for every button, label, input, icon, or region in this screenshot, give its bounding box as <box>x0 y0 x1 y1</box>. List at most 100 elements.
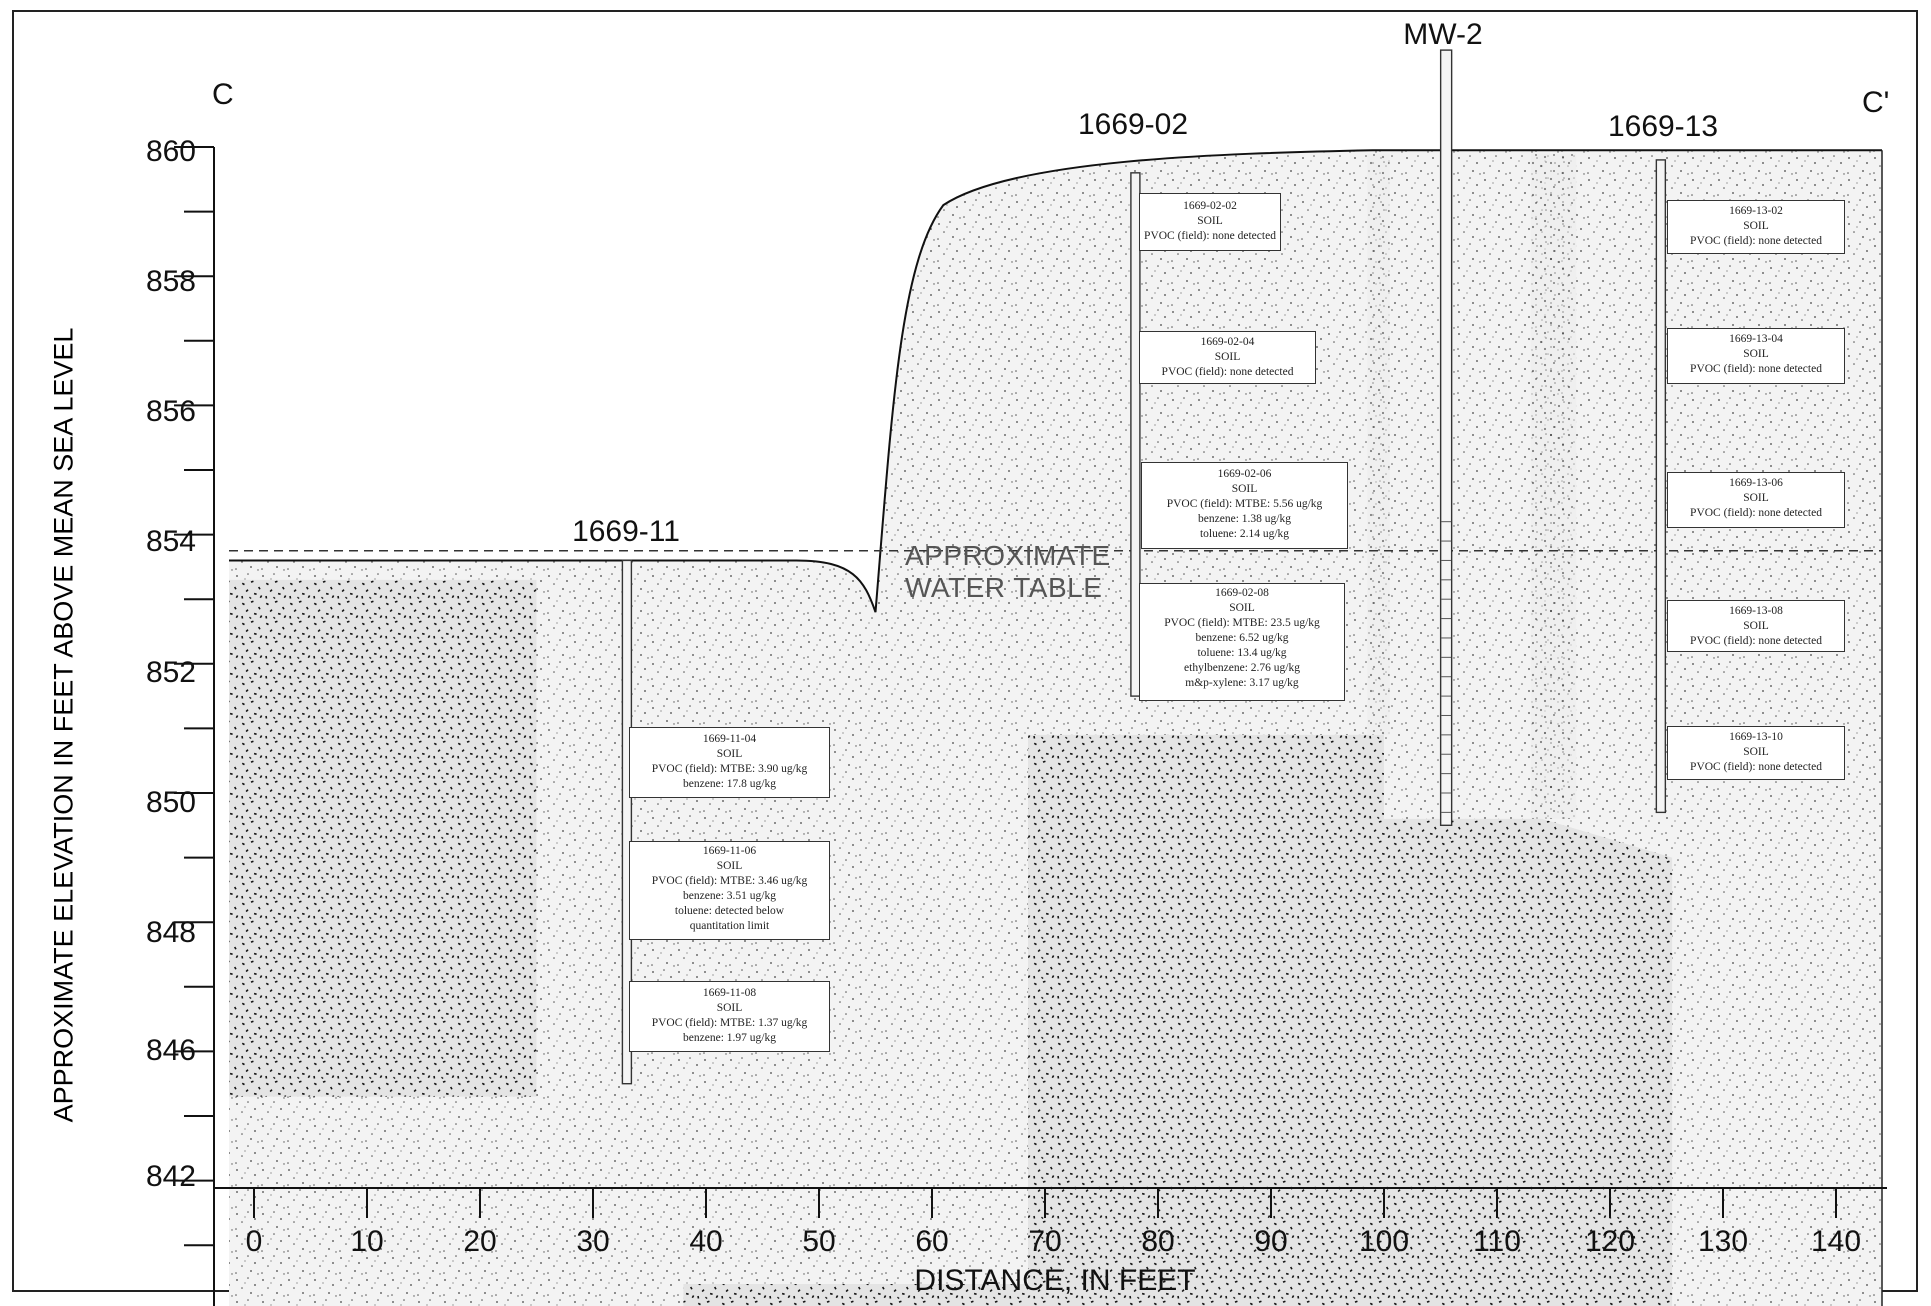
y-axis-label: APPROXIMATE ELEVATION IN FEET ABOVE MEAN… <box>48 327 79 1123</box>
sample-line: 1669-02-04 <box>1200 336 1255 348</box>
dotted-zone-2 <box>1530 153 1577 819</box>
sample-line: SOIL <box>1229 602 1255 614</box>
sample-box-1669-11-08: 1669-11-08 SOIL PVOC (field): MTBE: 1.37… <box>629 981 830 1052</box>
well-casing <box>1655 159 1667 814</box>
x-tick-label: 0 <box>245 1225 263 1258</box>
x-tick-label: 30 <box>576 1225 610 1258</box>
well-name-1669-02: 1669-02 <box>1077 108 1189 141</box>
sample-box-1669-13-06: 1669-13-06 SOIL PVOC (field): none detec… <box>1667 472 1845 528</box>
section-label-left: C <box>212 78 234 111</box>
y-tick-label: 856 <box>145 395 196 428</box>
sample-line: SOIL <box>716 860 743 872</box>
sample-line: 1669-13-06 <box>1729 477 1783 489</box>
well-casing <box>1439 49 1453 827</box>
sample-line: 1669-02-02 <box>1183 200 1237 212</box>
section-label-right: C' <box>1862 86 1890 119</box>
water-table-label-line1: APPROXIMATE <box>905 540 1111 571</box>
sample-line: 1669-13-08 <box>1729 605 1783 617</box>
sample-box-1669-13-04: 1669-13-04 SOIL PVOC (field): none detec… <box>1667 328 1845 384</box>
sample-line: quantitation limit <box>689 920 770 932</box>
y-tick-label: 850 <box>145 786 196 819</box>
well-casing <box>621 559 633 1085</box>
axes <box>174 146 1887 1306</box>
sample-box-1669-02-08: 1669-02-08 SOIL PVOC (field): MTBE: 23.5… <box>1139 583 1345 701</box>
y-tick-label: 846 <box>145 1034 196 1067</box>
sample-line: SOIL <box>1743 220 1769 232</box>
sample-line: 1669-02-08 <box>1215 587 1269 599</box>
water-table-label: APPROXIMATE WATER TABLE <box>905 540 1111 604</box>
sample-line: PVOC (field): none detected <box>1690 235 1822 247</box>
sample-line: SOIL <box>1231 483 1258 495</box>
y-tick-label: 854 <box>145 525 196 558</box>
sample-line: 1669-11-08 <box>702 987 757 999</box>
sample-line: PVOC (field): none detected <box>1690 761 1822 773</box>
sample-line: toluene: 2.14 ug/kg <box>1199 528 1290 540</box>
sample-line: SOIL <box>716 748 743 760</box>
x-tick-label: 40 <box>689 1225 723 1258</box>
sample-line: SOIL <box>1743 348 1769 360</box>
sample-line: SOIL <box>1743 746 1769 758</box>
y-tick-label: 852 <box>145 656 196 689</box>
sample-line: benzene: 17.8 ug/kg <box>683 778 776 790</box>
x-tick-label: 70 <box>1028 1225 1062 1258</box>
sample-box-1669-02-06: 1669-02-06 SOIL PVOC (field): MTBE: 5.56… <box>1141 462 1348 549</box>
sample-box-1669-02-02: 1669-02-02 SOIL PVOC (field): none detec… <box>1139 193 1281 251</box>
sample-line: PVOC (field): none detected <box>1161 366 1294 378</box>
sample-line: 1669-13-04 <box>1729 333 1783 345</box>
sample-line: SOIL <box>716 1002 743 1014</box>
sample-line: toluene: detected below <box>674 905 785 917</box>
y-tick-label: 860 <box>145 135 196 168</box>
well-name-mw-2: MW-2 <box>1403 18 1483 51</box>
water-table-label-line2: WATER TABLE <box>905 572 1103 603</box>
y-tick-label: 848 <box>145 916 196 949</box>
sample-line: PVOC (field): none detected <box>1690 507 1822 519</box>
sample-line: ethylbenzene: 2.76 ug/kg <box>1184 662 1300 674</box>
well-casings <box>621 49 1667 1085</box>
sample-line: PVOC (field): MTBE: 23.5 ug/kg <box>1164 617 1320 629</box>
sample-line: 1669-11-06 <box>702 845 757 857</box>
sample-line: PVOC (field): none detected <box>1690 363 1822 375</box>
x-tick-label: 120 <box>1584 1225 1636 1258</box>
sample-box-1669-02-04: 1669-02-04 SOIL PVOC (field): none detec… <box>1139 331 1316 384</box>
dotted-zone-1 <box>1367 153 1390 735</box>
x-tick-label: 90 <box>1254 1225 1288 1258</box>
x-tick-label: 60 <box>915 1225 949 1258</box>
x-tick-marks <box>253 1188 1837 1218</box>
sample-line: 1669-13-02 <box>1729 205 1783 217</box>
x-tick-label: 110 <box>1473 1225 1521 1258</box>
sample-line: benzene: 1.97 ug/kg <box>683 1032 776 1044</box>
sample-line: m&p-xylene: 3.17 ug/kg <box>1185 677 1299 689</box>
sample-box-1669-11-06: 1669-11-06 SOIL PVOC (field): MTBE: 3.46… <box>629 841 830 940</box>
x-tick-label: 20 <box>463 1225 497 1258</box>
ground-surface-line <box>229 149 1882 613</box>
sample-line: PVOC (field): MTBE: 3.90 ug/kg <box>651 763 808 775</box>
coarse-soil-left <box>229 579 537 1097</box>
x-tick-label: 80 <box>1141 1225 1175 1258</box>
sample-line: 1669-02-06 <box>1217 468 1272 480</box>
x-tick-label: 50 <box>802 1225 836 1258</box>
sample-box-1669-13-08: 1669-13-08 SOIL PVOC (field): none detec… <box>1667 600 1845 652</box>
well-name-1669-13: 1669-13 <box>1607 110 1719 143</box>
sample-line: benzene: 1.38 ug/kg <box>1198 513 1291 525</box>
sample-box-1669-11-04: 1669-11-04 SOIL PVOC (field): MTBE: 3.90… <box>629 727 830 798</box>
sample-line: PVOC (field): none detected <box>1144 230 1276 242</box>
x-tick-label: 130 <box>1697 1225 1749 1258</box>
sample-line: benzene: 6.52 ug/kg <box>1195 632 1289 644</box>
sample-box-1669-13-02: 1669-13-02 SOIL PVOC (field): none detec… <box>1667 200 1845 254</box>
sample-line: PVOC (field): none detected <box>1690 635 1822 647</box>
x-axis-label: DISTANCE, IN FEET <box>914 1264 1196 1297</box>
x-tick-label: 10 <box>350 1225 384 1258</box>
sample-line: SOIL <box>1743 620 1769 632</box>
y-tick-label: 842 <box>145 1160 196 1193</box>
sample-line: SOIL <box>1214 351 1241 363</box>
y-tick-label: 858 <box>145 265 196 298</box>
sample-line: PVOC (field): MTBE: 3.46 ug/kg <box>651 875 808 887</box>
sample-line: PVOC (field): MTBE: 1.37 ug/kg <box>651 1017 808 1029</box>
x-tick-label: 140 <box>1810 1225 1862 1258</box>
coarse-soil-middle <box>683 734 1673 1306</box>
sample-line: SOIL <box>1743 492 1769 504</box>
soil-units <box>229 149 1883 1306</box>
x-tick-label: 100 <box>1358 1225 1410 1258</box>
